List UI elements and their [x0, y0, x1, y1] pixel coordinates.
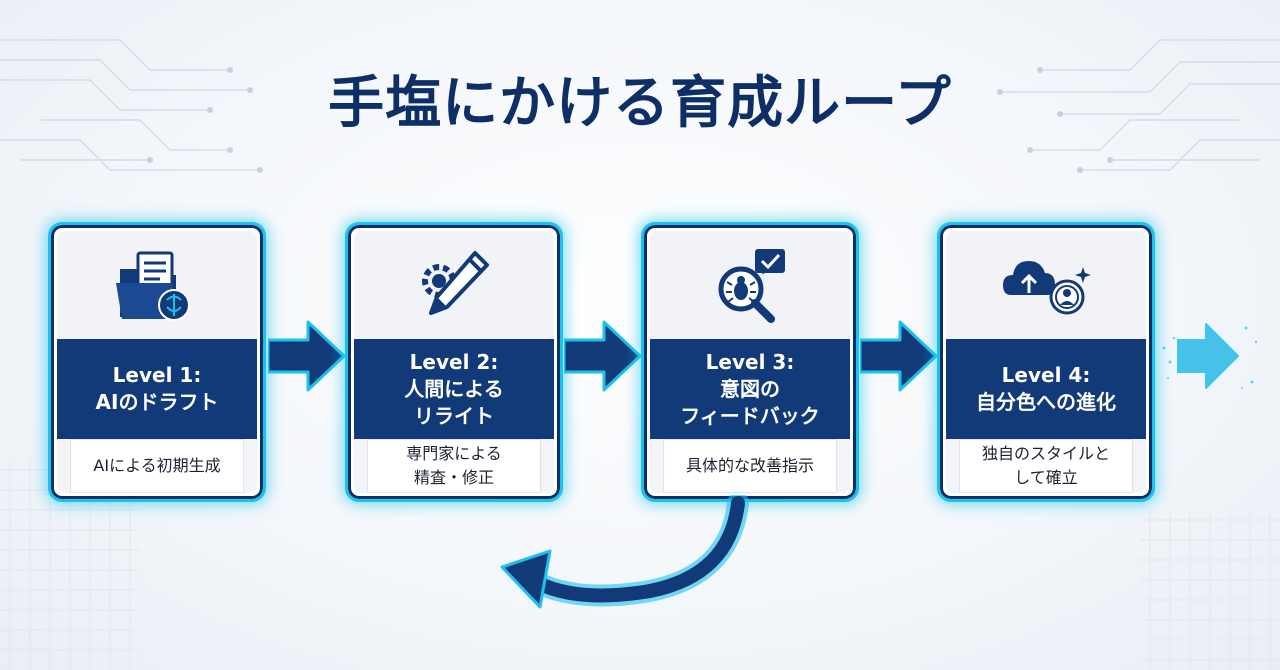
step-card-level-2: Level 2: 人間による リライト 専門家による 精査・修正 [345, 222, 563, 502]
step-name-line: フィードバック [680, 403, 820, 428]
step-name-line: リライト [414, 403, 494, 428]
step-title: Level 2: 人間による リライト [354, 339, 554, 439]
step-name-line: AIのドラフト [95, 390, 219, 414]
step-card-icon-area [946, 231, 1146, 339]
step-level-label: Level 4: [1001, 363, 1091, 387]
step-description-area: 独自のスタイルと して確立 [946, 439, 1146, 493]
step-level-label: Level 3: [705, 349, 795, 374]
step-description-area: 専門家による 精査・修正 [354, 439, 554, 493]
step-level-label: Level 1: [112, 363, 202, 387]
step-description-line: 独自のスタイルと [981, 444, 1110, 463]
step-description: 独自のスタイルと して確立 [959, 439, 1133, 493]
step-card-icon-area [354, 231, 554, 339]
step-title: Level 3: 意図の フィードバック [650, 339, 850, 439]
step-description-area: 具体的な改善指示 [650, 439, 850, 493]
step-description-line: して確立 [1014, 468, 1078, 487]
cloud-user-sparkle-icon [1003, 261, 1091, 315]
step-name-line: 自分色への進化 [976, 390, 1116, 414]
next-arrow-icon [860, 320, 938, 392]
final-arrow-icon [1162, 323, 1258, 389]
step-description: AIによる初期生成 [70, 439, 244, 493]
step-description: 専門家による 精査・修正 [367, 439, 541, 493]
step-level-label: Level 2: [409, 349, 499, 374]
step-name-line: 意図の [720, 376, 780, 401]
step-description-area: AIによる初期生成 [57, 439, 257, 493]
step-card-icon-area [57, 231, 257, 339]
bug-magnifier-check-icon [718, 249, 785, 323]
step-card-level-3: Level 3: 意図の フィードバック 具体的な改善指示 [641, 222, 859, 502]
step-description-line: AIによる初期生成 [93, 456, 221, 475]
folder-brain-icon [116, 251, 190, 321]
step-title: Level 1: AIのドラフト [57, 339, 257, 439]
step-description: 具体的な改善指示 [663, 439, 837, 493]
step-card-icon-area [650, 231, 850, 339]
step-description-line: 専門家による [406, 444, 502, 463]
step-name-line: 人間による [404, 376, 504, 401]
step-description-line: 精査・修正 [413, 468, 494, 487]
gear-pencil-icon [422, 251, 489, 315]
feedback-loop-arrow-icon [500, 495, 749, 609]
step-title: Level 4: 自分色への進化 [946, 339, 1146, 439]
step-card-level-1: Level 1: AIのドラフト AIによる初期生成 [48, 222, 266, 502]
step-description-line: 具体的な改善指示 [685, 456, 814, 475]
next-arrow-icon [268, 320, 346, 392]
step-card-level-4: Level 4: 自分色への進化 独自のスタイルと して確立 [937, 222, 1155, 502]
next-arrow-icon [564, 320, 642, 392]
page-title: 手塩にかける育成ループ [328, 71, 952, 136]
